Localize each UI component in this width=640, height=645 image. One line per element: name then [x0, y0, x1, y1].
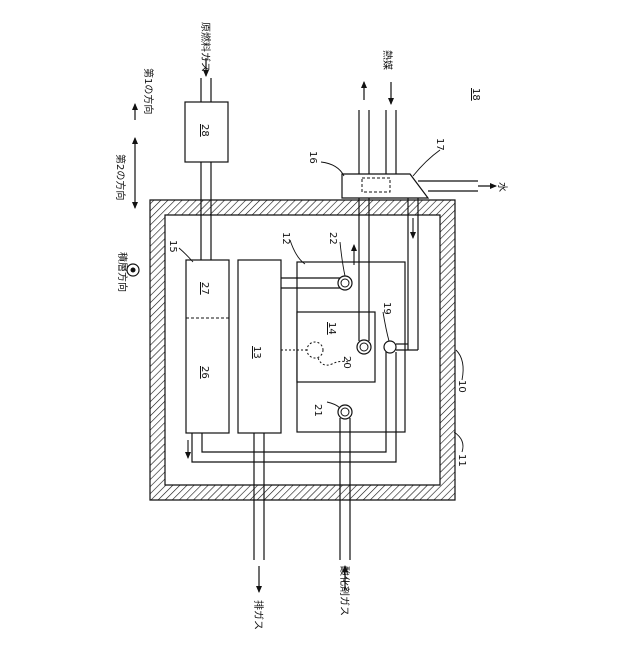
heat-medium-pipes	[359, 110, 396, 174]
num-17: 17	[434, 138, 445, 151]
num-20: 20	[341, 356, 352, 369]
port-22	[338, 276, 352, 290]
num-18: 18	[470, 88, 481, 101]
label-oxidant-gas: 酸化剤ガス	[338, 566, 351, 616]
label-raw-fuel-gas: 原燃料ガス	[199, 22, 212, 72]
port-21	[338, 405, 352, 419]
num-14: 14	[326, 322, 337, 335]
port-19	[384, 341, 396, 353]
num-28: 28	[199, 124, 210, 137]
num-13: 13	[251, 346, 262, 359]
label-water: 水	[496, 182, 508, 192]
stacking-direction-symbol	[127, 264, 139, 276]
label-second-direction: 第2の方向	[114, 154, 127, 200]
label-stacking-direction: 積層方向	[116, 252, 129, 292]
num-22: 22	[327, 232, 338, 245]
num-12: 12	[280, 232, 291, 245]
num-16: 16	[307, 151, 318, 164]
label-heat-medium: 熱媒	[381, 50, 394, 70]
num-11: 11	[456, 454, 467, 467]
num-15: 15	[167, 240, 178, 253]
num-27: 27	[199, 282, 210, 295]
label-exhaust-gas: 排ガス	[252, 600, 265, 630]
num-10: 10	[456, 380, 467, 393]
port-20	[357, 340, 371, 354]
num-26: 26	[199, 366, 210, 379]
label-first-direction: 第1の方向	[142, 68, 155, 114]
num-21: 21	[312, 404, 323, 417]
num-19: 19	[381, 302, 392, 315]
raw-fuel-pipe	[201, 78, 211, 102]
water-pipe	[418, 181, 478, 191]
